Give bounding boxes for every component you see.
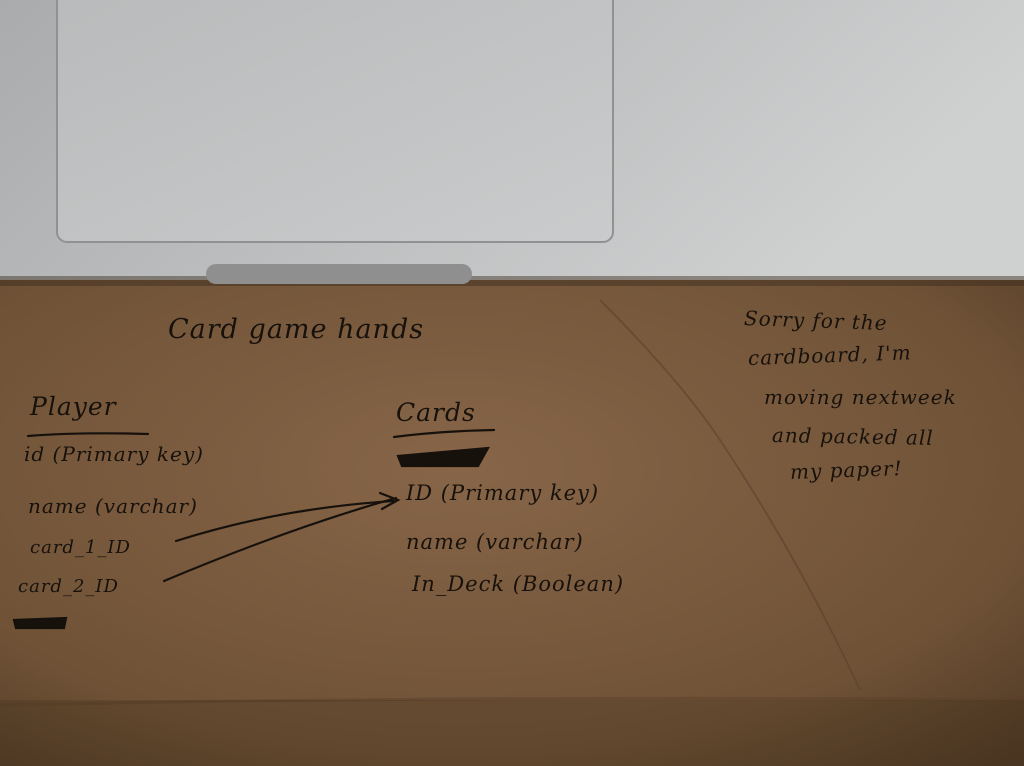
arrow-card1	[174, 499, 396, 543]
cards-field: name (varchar)	[406, 530, 584, 554]
player-field: card_1_ID	[30, 537, 131, 558]
scribbled-word	[12, 616, 68, 630]
cardboard-shadow	[0, 700, 1024, 766]
player-field: id (Primary key)	[24, 442, 204, 466]
cards-field: In_Deck (Boolean)	[412, 572, 625, 596]
arrow-card2	[162, 496, 398, 583]
player-heading: Player	[30, 392, 117, 421]
ink-strokes	[12, 428, 496, 630]
player-field: name (varchar)	[28, 494, 198, 518]
note-line: and packed all	[771, 423, 934, 450]
cards-underline	[392, 428, 496, 439]
cardboard-crease	[599, 299, 861, 691]
arrow-head	[378, 491, 401, 511]
laptop-lid-notch	[206, 264, 472, 284]
player-underline	[26, 432, 150, 438]
cardboard-surface	[0, 270, 1024, 766]
note-line: moving nextweek	[764, 385, 957, 409]
note-line: my paper!	[789, 456, 903, 484]
trackpad	[56, 0, 614, 243]
cardboard-crease	[0, 696, 1024, 707]
title-text: Card game hands	[168, 314, 425, 345]
cards-field: ID (Primary key)	[406, 481, 600, 505]
laptop-edge-shadow	[0, 276, 1024, 286]
scribbled-word	[396, 446, 490, 468]
note-line: Sorry for the	[743, 306, 888, 336]
player-field: card_2_ID	[18, 576, 119, 597]
cards-heading: Cards	[396, 398, 476, 427]
